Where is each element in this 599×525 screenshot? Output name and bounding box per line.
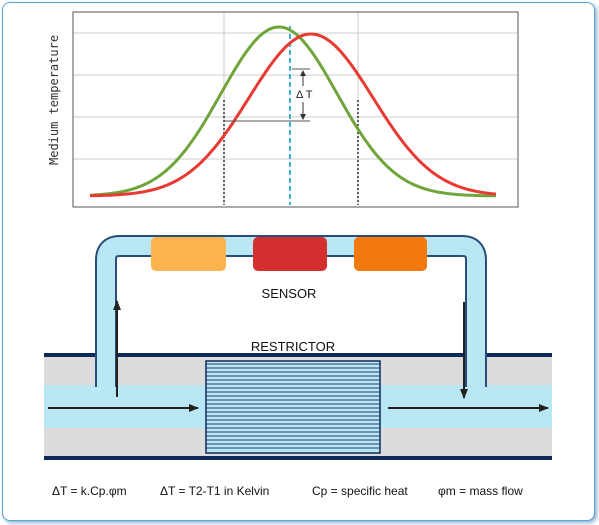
restrictor-lamellae xyxy=(206,363,380,449)
flow-diagram: SENSOR RESTRICTOR xyxy=(44,235,552,460)
restrictor xyxy=(205,360,381,454)
y-axis-label: Medium temperature xyxy=(47,35,61,165)
red-temperature-curve xyxy=(90,32,497,198)
delta-t-label: Δ T xyxy=(296,89,313,101)
formula-legend: ΔT = k.Cp.φm ΔT = T2-T1 in Kelvin Cp = s… xyxy=(0,480,599,504)
formula-specific-heat: Cp = specific heat xyxy=(312,484,408,498)
formula-mass-flow: φm = mass flow xyxy=(438,484,523,498)
formula-delta-t: ΔT = k.Cp.φm xyxy=(52,484,127,498)
temperature-chart: Medium temperature Δ T xyxy=(47,11,519,208)
plot-area-border xyxy=(72,11,519,208)
sensor-label: SENSOR xyxy=(262,286,317,301)
green-temperature-curve xyxy=(89,25,496,198)
delta-t-indicator: Δ T xyxy=(224,68,313,122)
upstream-heater-block xyxy=(151,237,226,271)
formula-delta-t-definition: ΔT = T2-T1 in Kelvin xyxy=(160,484,270,498)
restrictor-label: RESTRICTOR xyxy=(251,339,335,354)
downstream-heater-block xyxy=(354,237,427,271)
sensor-heater-block xyxy=(253,237,327,271)
chart-grid xyxy=(73,12,518,205)
